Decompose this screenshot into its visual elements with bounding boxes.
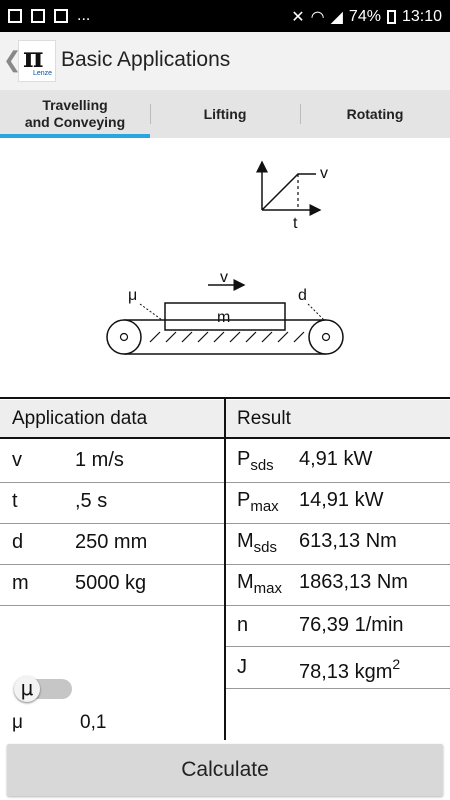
graph-v-label: v [320,165,328,182]
row-divider [226,646,450,647]
conveyor-diagram: v t v μ d m [106,160,344,355]
result-row-msds: Msds 613,13 Nm [226,523,450,563]
graph-t-label: t [293,215,298,232]
calculate-button[interactable]: Calculate [7,744,443,796]
tab-rotating[interactable]: Rotating [300,90,450,138]
back-chevron-icon[interactable]: ❮ [3,47,22,72]
conveyor-v-label: v [220,269,228,286]
result-label: Mmax [237,571,283,597]
result-label: Psds [237,448,274,474]
d-label: d [298,287,307,304]
more-notifications: ... [77,7,91,24]
tab-label: Rotating [346,105,404,122]
mute-icon: ✕ [291,9,305,26]
row-divider [0,564,224,565]
result-label: n [237,614,249,636]
result-value: 4,91 kW [299,448,373,470]
result-value: 76,39 1/min [299,614,404,636]
image-icon [31,9,45,23]
result-value: 613,13 Nm [299,530,397,552]
input-row-t[interactable]: t ,5 s [0,482,224,522]
row-divider [226,523,450,524]
logo-brand-text: Lenze [33,70,53,77]
mu-toggle-switch[interactable]: μ [14,676,72,702]
result-row-pmax: Pmax 14,91 kW [226,482,450,522]
app-logo[interactable]: π Lenze [18,40,56,82]
row-divider [226,482,450,483]
tab-lifting[interactable]: Lifting [150,90,300,138]
mass-label: m [217,309,230,326]
input-row-mu[interactable]: μ 0,1 [12,712,106,734]
input-value: 0,1 [80,712,107,733]
row-divider [226,564,450,565]
input-value: 250 mm [75,531,148,553]
input-row-m[interactable]: m 5000 kg [0,564,224,604]
result-label: J [237,656,247,678]
header-bottom-border [0,437,450,439]
input-value: 1 m/s [75,449,124,471]
tab-label: Lifting [203,105,247,122]
mu-label: μ [128,287,137,304]
app-bar: ❮ π Lenze Basic Applications [0,32,450,90]
result-value: 78,13 kgm2 [299,656,401,683]
result-title: Result [237,407,291,429]
input-value: ,5 s [75,490,108,512]
result-row-j: J 78,13 kgm2 [226,646,450,688]
row-divider [0,523,224,524]
tab-bar: Travelling and Conveying Lifting Rotatin… [0,90,450,138]
input-label: t [12,490,18,512]
result-header: Result [226,400,450,437]
result-value: 1863,13 Nm [299,571,408,593]
row-divider [226,605,450,606]
app-title: Basic Applications [61,48,231,71]
result-value: 14,91 kW [299,489,384,511]
logo-pi-symbol: π [23,41,44,74]
result-label: Msds [237,530,278,556]
input-label: d [12,531,24,553]
input-row-v[interactable]: v 1 m/s [0,441,224,481]
status-bar: ... ✕ ◠ ◢ 74% 13:10 [0,0,450,32]
notification-icon [8,9,22,23]
facebook-icon [54,9,68,23]
selected-tab-indicator [0,134,150,138]
tab-label-line1: Travelling [42,97,108,113]
input-row-d[interactable]: d 250 mm [0,523,224,563]
table-column-divider [224,398,226,740]
tab-divider [300,104,301,124]
battery-icon [386,10,396,24]
tab-label-line2: and Conveying [24,114,126,130]
input-label: v [12,449,22,471]
result-row-n: n 76,39 1/min [226,605,450,645]
toggle-thumb: μ [14,676,40,702]
row-divider [0,605,224,606]
result-label: Pmax [237,489,279,515]
conveyor-drawing: v μ d m [106,269,344,355]
input-value: 5000 kg [75,572,147,594]
application-data-title: Application data [12,407,148,429]
status-left: ... [8,7,90,25]
tab-divider [150,104,151,124]
application-data-header: Application data [0,400,224,437]
signal-icon: ◢ [330,9,343,26]
wifi-icon: ◠ [310,9,325,26]
input-label: m [12,572,29,594]
result-row-mmax: Mmax 1863,13 Nm [226,564,450,604]
clock: 13:10 [401,8,442,25]
velocity-time-graph: v t [256,160,328,232]
result-row-psds: Psds 4,91 kW [226,441,450,481]
battery-percent: 74% [348,8,381,25]
row-divider [226,688,450,689]
tab-travelling-and-conveying[interactable]: Travelling and Conveying [0,90,150,138]
input-label: μ [12,712,23,733]
status-right: ✕ ◠ ◢ 74% 13:10 [291,7,442,27]
row-divider [0,482,224,483]
